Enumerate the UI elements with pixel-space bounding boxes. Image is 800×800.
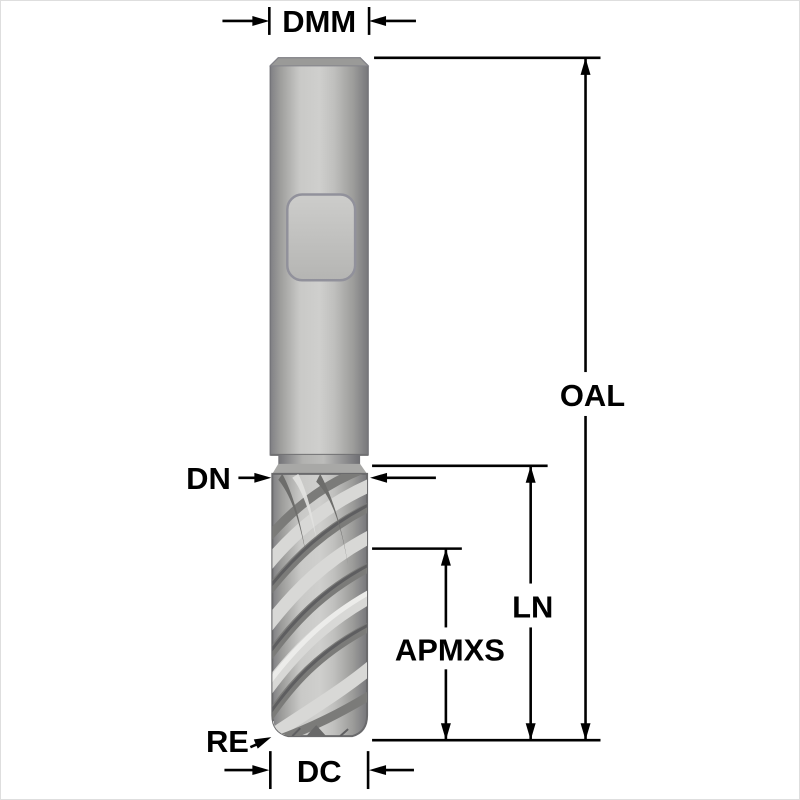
ln-label: LN (512, 589, 553, 624)
dc-arrow-left-head (252, 765, 270, 776)
dmm-label: DMM (282, 4, 356, 39)
weldon-flat (286, 193, 357, 282)
re-label: RE (206, 724, 249, 759)
oal-label-mask (551, 372, 634, 416)
dim-dn: DN (186, 461, 436, 496)
tool-body (269, 57, 370, 738)
oal-arrow-bottom (580, 723, 591, 741)
dim-dmm: DMM (222, 4, 416, 39)
flute-spirals (272, 473, 368, 737)
dim-dc: DC (224, 751, 414, 789)
shank-top-chamfer (269, 57, 370, 67)
apmxs-label: APMXS (395, 632, 505, 667)
ln-arrow-bottom (525, 723, 536, 741)
re-arrow-head (253, 737, 272, 749)
dmm-arrow-right-head (369, 15, 387, 26)
ln-arrow-top (525, 465, 536, 483)
apmxs-arrow-top (440, 548, 451, 566)
dn-label: DN (186, 461, 231, 496)
dim-ln: LN (372, 464, 561, 741)
dim-re: RE (206, 724, 272, 759)
dc-label: DC (297, 754, 342, 789)
apmxs-arrow-bottom (440, 723, 451, 741)
dn-arrow-left-head (254, 472, 272, 483)
oal-arrow-top (580, 57, 591, 75)
dc-arrow-right-head (369, 765, 387, 776)
dim-apmxs: APMXS (372, 547, 516, 741)
dim-oal: OAL (372, 56, 634, 742)
apmxs-label-mask (384, 627, 516, 670)
dn-arrow-right-head (370, 472, 388, 483)
oal-label: OAL (560, 378, 625, 413)
neck-taper (272, 463, 368, 474)
dmm-arrow-left-head (252, 15, 270, 26)
ln-label-mask (502, 583, 561, 628)
